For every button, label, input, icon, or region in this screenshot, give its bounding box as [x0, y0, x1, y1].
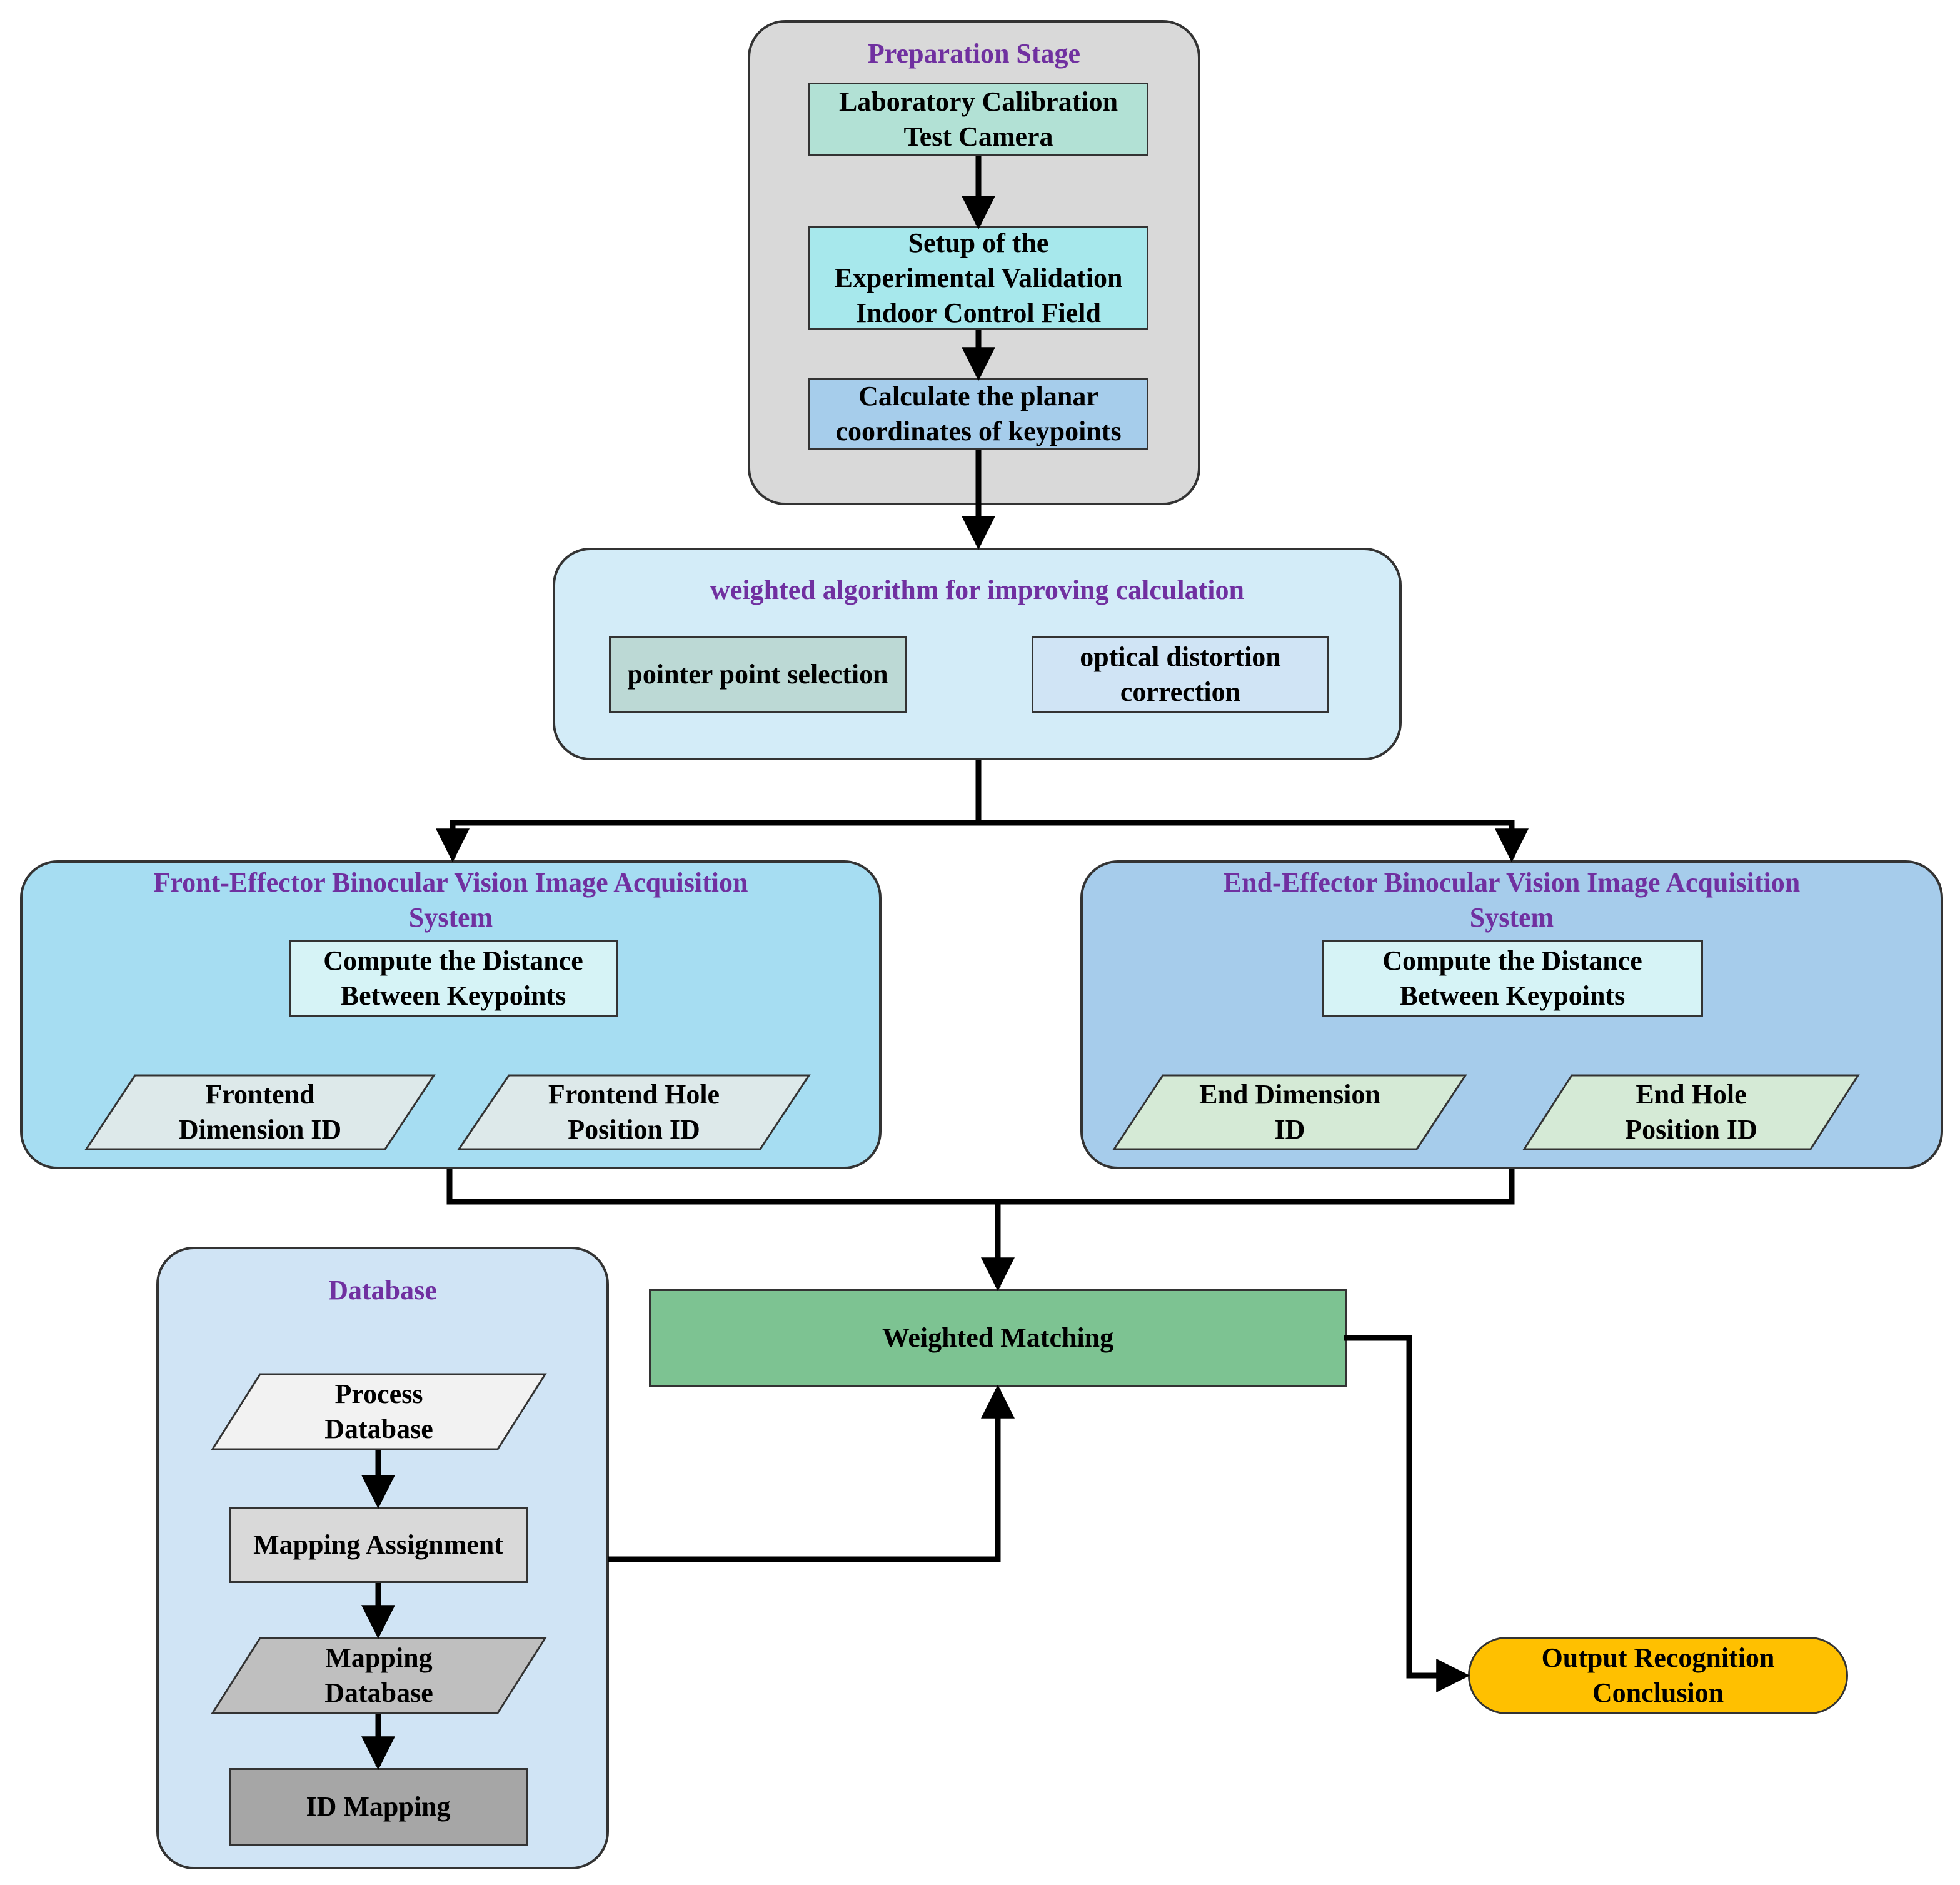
frontend-dimension-id-shape — [84, 1074, 436, 1150]
weighted-matching-box[interactable]: Weighted Matching — [649, 1289, 1347, 1387]
mapping-database-label: Mapping Database — [324, 1642, 433, 1708]
frontend-hole-position-id-shape — [457, 1074, 811, 1150]
process-database-label: Process Database — [324, 1379, 433, 1444]
mapping-database-para[interactable]: Mapping Database — [211, 1637, 547, 1714]
process-database-para[interactable]: Process Database — [211, 1373, 547, 1450]
preparation-stage-title: Preparation Stage — [867, 38, 1081, 69]
end-dimension-id-label: End Dimension ID — [1199, 1079, 1380, 1145]
end-hole-position-id-label: End Hole Position ID — [1625, 1079, 1757, 1145]
database-title: Database — [328, 1275, 437, 1305]
arrow-split-to-front — [436, 820, 978, 863]
optical-distortion-correction-box[interactable]: optical distortion correction — [1032, 636, 1329, 713]
weighted-algorithm-title: weighted algorithm for improving calcula… — [710, 575, 1244, 605]
output-recognition-conclusion-terminal[interactable]: Output Recognition Conclusion — [1468, 1637, 1848, 1714]
end-hole-position-id-para[interactable]: End Hole Position ID — [1522, 1074, 1860, 1150]
calculate-coordinates-box[interactable]: Calculate the planar coordinates of keyp… — [808, 378, 1148, 450]
front-effector-title: Front-Effector Binocular Vision Image Ac… — [153, 867, 748, 933]
frontend-dimension-id-label: Frontend Dimension ID — [178, 1079, 342, 1145]
mapping-database-shape — [211, 1637, 547, 1714]
frontend-hole-position-id-para[interactable]: Frontend Hole Position ID — [457, 1074, 811, 1150]
pointer-point-selection-box[interactable]: pointer point selection — [609, 636, 907, 713]
end-compute-distance-box[interactable]: Compute the Distance Between Keypoints — [1322, 940, 1703, 1017]
arrow-weighted-matching-to-output — [1344, 1335, 1470, 1692]
end-hole-position-id-shape — [1522, 1074, 1860, 1150]
process-database-shape — [211, 1373, 547, 1450]
setup-control-field-box[interactable]: Setup of the Experimental Validation Ind… — [808, 226, 1148, 330]
end-dimension-id-shape — [1112, 1074, 1467, 1150]
end-effector-title: End-Effector Binocular Vision Image Acqu… — [1223, 867, 1801, 933]
mapping-assignment-box[interactable]: Mapping Assignment — [229, 1507, 528, 1583]
lab-calibration-box[interactable]: Laboratory Calibration Test Camera — [808, 83, 1148, 156]
line-front-to-merge — [446, 1169, 998, 1205]
end-dimension-id-para[interactable]: End Dimension ID — [1112, 1074, 1467, 1150]
arrow-split-to-end — [978, 820, 1529, 863]
frontend-dimension-id-para[interactable]: Frontend Dimension ID — [84, 1074, 436, 1150]
frontend-hole-position-id-label: Frontend Hole Position ID — [548, 1079, 720, 1145]
arrow-database-to-weighted-matching — [608, 1384, 1015, 1562]
front-compute-distance-box[interactable]: Compute the Distance Between Keypoints — [289, 940, 618, 1017]
line-end-to-merge — [998, 1169, 1515, 1205]
